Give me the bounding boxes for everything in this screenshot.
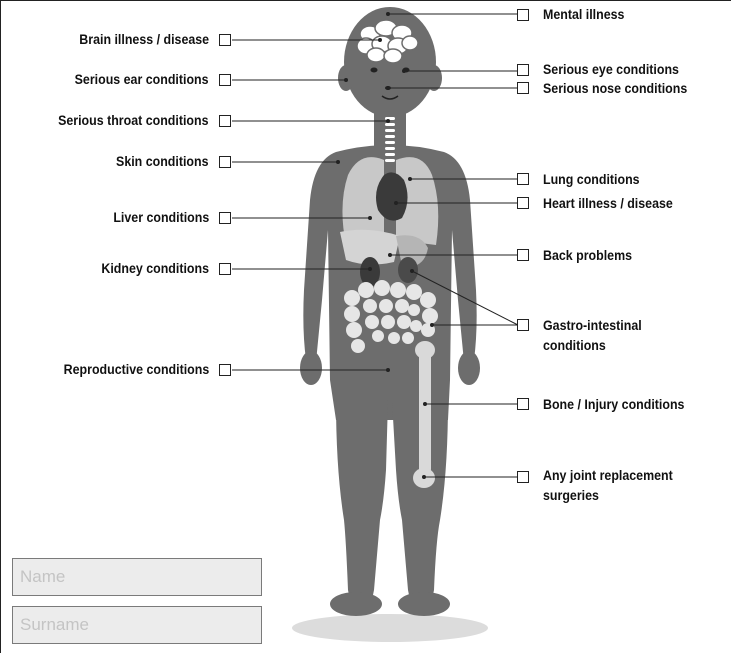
label-joint-line2: surgeries xyxy=(543,488,599,504)
checkbox-joint[interactable] xyxy=(517,471,529,483)
label-bone: Bone / Injury conditions xyxy=(543,397,684,413)
label-eye: Serious eye conditions xyxy=(543,62,679,78)
floor-shadow xyxy=(292,614,488,642)
checkbox-gastro[interactable] xyxy=(517,319,529,331)
label-heart: Heart illness / disease xyxy=(543,196,673,212)
label-back: Back problems xyxy=(543,248,632,264)
label-gastro-line2: conditions xyxy=(543,338,606,354)
checkbox-reproductive[interactable] xyxy=(219,364,231,376)
checkbox-ear[interactable] xyxy=(219,74,231,86)
surname-input[interactable] xyxy=(12,606,262,644)
label-joint: Any joint replacement xyxy=(543,468,673,484)
label-liver: Liver conditions xyxy=(113,210,209,226)
checkbox-lung[interactable] xyxy=(517,173,529,185)
label-lung: Lung conditions xyxy=(543,172,640,188)
checkbox-eye[interactable] xyxy=(517,64,529,76)
checkbox-back[interactable] xyxy=(517,249,529,261)
label-kidney: Kidney conditions xyxy=(101,261,209,277)
checkbox-bone[interactable] xyxy=(517,398,529,410)
label-mental: Mental illness xyxy=(543,7,624,23)
checkbox-brain[interactable] xyxy=(219,34,231,46)
name-input[interactable] xyxy=(12,558,262,596)
checkbox-skin[interactable] xyxy=(219,156,231,168)
checkbox-throat[interactable] xyxy=(219,115,231,127)
checkbox-mental[interactable] xyxy=(517,9,529,21)
label-reproductive: Reproductive conditions xyxy=(63,362,209,378)
checkbox-liver[interactable] xyxy=(219,212,231,224)
checkbox-kidney[interactable] xyxy=(219,263,231,275)
checkbox-heart[interactable] xyxy=(517,197,529,209)
kidney-right xyxy=(398,257,418,283)
label-skin: Skin conditions xyxy=(117,154,209,170)
label-gastro: Gastro-intestinal xyxy=(543,318,642,334)
label-throat: Serious throat conditions xyxy=(59,113,209,129)
label-nose: Serious nose conditions xyxy=(543,81,687,97)
label-ear: Serious ear conditions xyxy=(75,72,209,88)
label-brain: Brain illness / disease xyxy=(79,32,209,48)
checkbox-nose[interactable] xyxy=(517,82,529,94)
